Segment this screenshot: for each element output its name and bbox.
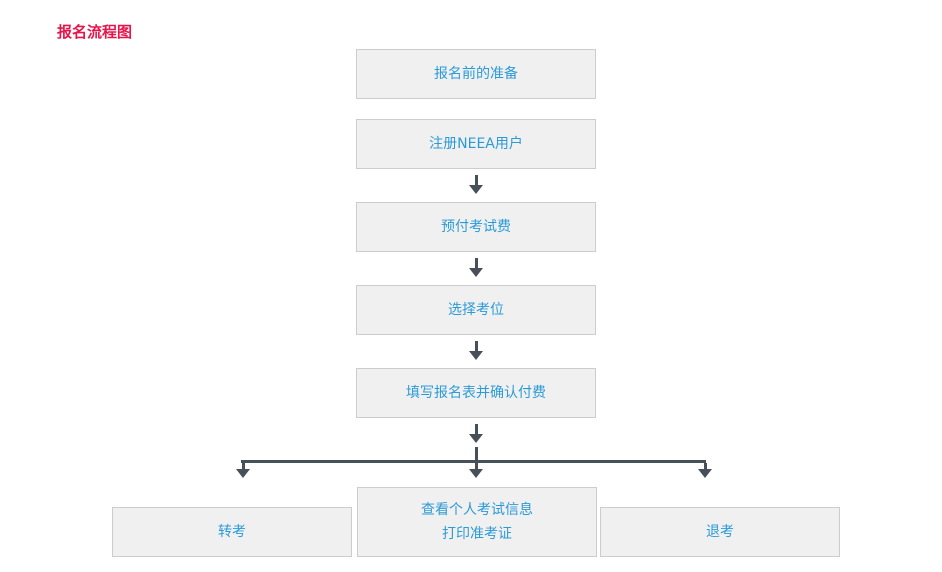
step-label: 注册NEEA用户 [429, 136, 523, 152]
down-arrow-icon [469, 463, 483, 478]
step-label: 预付考试费 [441, 219, 511, 235]
down-arrow-icon [469, 175, 483, 194]
branch-connector-line [241, 460, 706, 463]
down-arrow-icon [469, 341, 483, 360]
branch-connector-stem [475, 447, 478, 460]
branch-label: 退考 [706, 524, 734, 540]
step-box-select-seat[interactable]: 选择考位 [356, 285, 596, 335]
branch-box-view-info-print-ticket[interactable]: 查看个人考试信息 打印准考证 [357, 487, 597, 557]
step-label: 报名前的准备 [434, 66, 518, 82]
step-box-prepay-fee[interactable]: 预付考试费 [356, 202, 596, 252]
branch-box-transfer-exam[interactable]: 转考 [112, 507, 352, 557]
page-title: 报名流程图 [57, 23, 133, 41]
down-arrow-icon [236, 463, 250, 478]
down-arrow-icon [698, 463, 712, 478]
branch-label-line2: 打印准考证 [442, 526, 512, 542]
step-box-register-neea[interactable]: 注册NEEA用户 [356, 119, 596, 169]
branch-box-withdraw-exam[interactable]: 退考 [600, 507, 840, 557]
step-label: 选择考位 [448, 302, 504, 318]
step-box-preparation[interactable]: 报名前的准备 [356, 49, 596, 99]
down-arrow-icon [469, 424, 483, 443]
down-arrow-icon [469, 258, 483, 277]
branch-label: 转考 [218, 524, 246, 540]
step-box-fill-form-confirm-pay[interactable]: 填写报名表并确认付费 [356, 368, 596, 418]
step-label: 填写报名表并确认付费 [406, 385, 546, 401]
branch-label-line1: 查看个人考试信息 [421, 502, 533, 518]
